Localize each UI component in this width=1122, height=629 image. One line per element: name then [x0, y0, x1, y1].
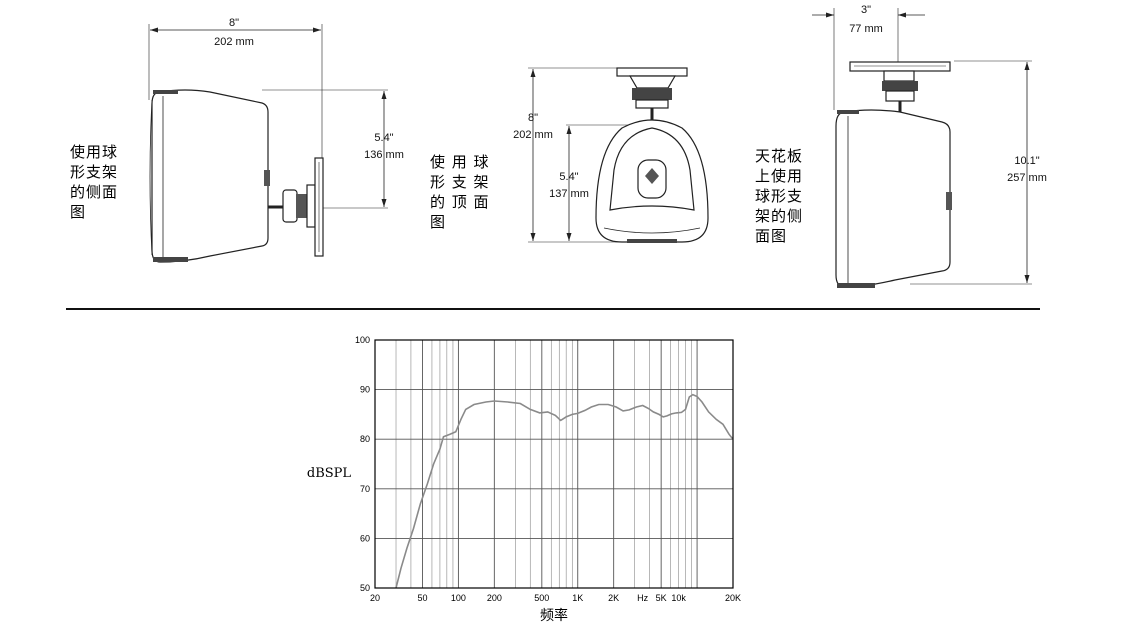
- top-height-inches: 5.4": [559, 171, 578, 183]
- side-height-inches: 5.4": [374, 132, 393, 144]
- chart-y-ticks: 100 90 80 70 60 50: [355, 335, 370, 593]
- chart-series-line: [395, 393, 734, 589]
- chart-y-axis-label: dBSPL: [307, 466, 352, 481]
- top-height-mm: 137 mm: [549, 188, 589, 200]
- chart-x-tick-label: 20: [370, 593, 380, 603]
- chart-x-tick-label: 10k: [671, 593, 686, 603]
- top-view-drawing: [528, 67, 709, 243]
- side-width-mm: 202 mm: [214, 36, 254, 48]
- caption-top-ball: 使 用 球 形 支 架 的 顶 面 图: [430, 153, 490, 231]
- chart-x-tick-label: 2K: [608, 593, 619, 603]
- side-height-mm: 136 mm: [364, 149, 404, 161]
- caption-side-ball: 使用球 形支架 的侧面 图: [70, 143, 119, 221]
- chart-grid: [374, 339, 734, 589]
- chart-x-tick-label: 1K: [572, 593, 583, 603]
- chart-x-tick-label: 100: [451, 593, 466, 603]
- chart-y-tick-label: 90: [360, 385, 370, 395]
- chart-x-axis-label: 频率: [540, 607, 568, 624]
- chart-x-tick-label: 5K: [656, 593, 667, 603]
- chart-y-tick-label: 50: [360, 583, 370, 593]
- top-depth-mm: 202 mm: [513, 129, 553, 141]
- top-depth-inches: 8": [528, 112, 538, 124]
- side-view-drawing: [148, 24, 388, 263]
- ceiling-width-inches: 3": [861, 4, 871, 16]
- ceiling-height-inches: 10.1": [1014, 155, 1039, 167]
- chart-y-tick-label: 70: [360, 484, 370, 494]
- chart-x-tick-label: 500: [534, 593, 549, 603]
- ceiling-width-mm: 77 mm: [849, 23, 883, 35]
- chart-x-tick-label: 20K: [725, 593, 741, 603]
- chart-x-tick-label: Hz: [637, 593, 648, 603]
- chart-x-tick-label: 200: [487, 593, 502, 603]
- ceiling-height-mm: 257 mm: [1007, 172, 1047, 184]
- chart-series: [395, 393, 734, 589]
- side-width-inches: 8": [229, 17, 239, 29]
- chart-y-tick-label: 100: [355, 335, 370, 345]
- chart-x-ticks: 20 50 100 200 500 1K 2K Hz 5K 10k 20K: [370, 593, 741, 603]
- ceiling-view-drawing: [812, 8, 1032, 288]
- chart-plot-frame: [374, 339, 734, 589]
- chart-y-tick-label: 80: [360, 434, 370, 444]
- chart-x-tick-label: 50: [417, 593, 427, 603]
- chart-y-tick-label: 60: [360, 533, 370, 543]
- caption-ceiling-side: 天花板 上使用 球形支 架的侧 面图: [755, 147, 804, 245]
